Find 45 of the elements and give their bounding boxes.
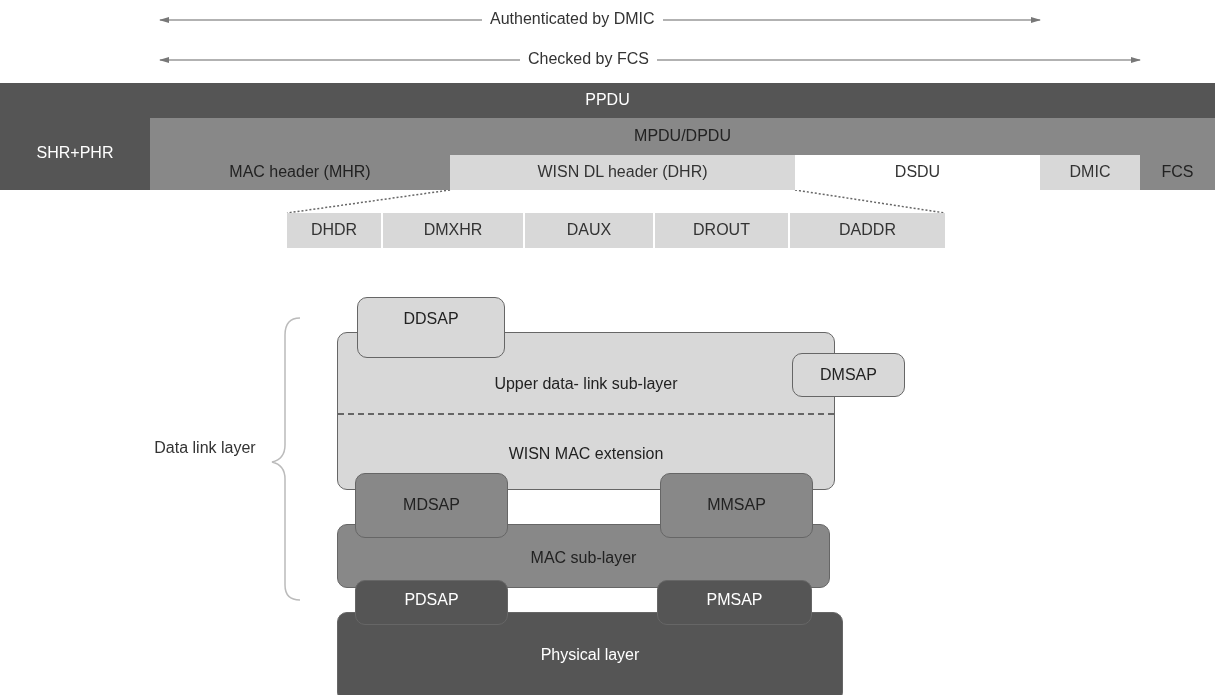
access-point-box (357, 297, 505, 358)
header-field (287, 213, 383, 248)
layer-group-label: Data link layer (153, 438, 257, 458)
frame-field (150, 118, 1215, 155)
field-label: DMXHR (422, 221, 484, 239)
span-label: Checked by FCS (520, 50, 657, 68)
field-label: PPDU (584, 91, 631, 109)
field-label: PMSAP (705, 591, 764, 609)
layer-label: WISN MAC extension (507, 445, 665, 463)
field-label: FCS (1160, 163, 1195, 181)
frame-field (0, 83, 1215, 118)
frame-field (0, 118, 150, 190)
header-field (525, 213, 655, 248)
header-field (790, 213, 945, 248)
field-label: DDSAP (402, 310, 460, 328)
field-label: MAC header (MHR) (228, 163, 372, 181)
header-field (655, 213, 790, 248)
field-label: DHDR (309, 221, 359, 239)
field-label: DROUT (692, 221, 751, 239)
field-label: WISN DL header (DHR) (536, 163, 709, 181)
frame-field (450, 155, 795, 190)
field-label: DSDU (893, 163, 942, 181)
field-label: DAUX (565, 221, 613, 239)
access-point-box (792, 353, 905, 397)
field-label: SHR+PHR (35, 144, 115, 162)
layer-label: MAC sub-layer (529, 549, 638, 567)
field-label: DMSAP (819, 366, 878, 384)
field-label: MDSAP (402, 496, 461, 514)
access-point-box (657, 580, 812, 625)
field-label: PDSAP (403, 591, 460, 609)
field-label: DMIC (1068, 163, 1112, 181)
frame-field (1040, 155, 1140, 190)
field-label: DADDR (838, 221, 897, 239)
span-label: Authenticated by DMIC (482, 10, 663, 28)
access-point-box (355, 473, 508, 538)
layer-box (337, 612, 843, 695)
layer-label: Physical layer (539, 646, 641, 664)
frame-field (1140, 155, 1215, 190)
header-field (383, 213, 525, 248)
access-point-box (355, 580, 508, 625)
frame-field (150, 155, 450, 190)
field-label: MPDU/DPDU (633, 127, 732, 145)
layer-label: Upper data- link sub-layer (493, 375, 679, 393)
access-point-box (660, 473, 813, 538)
field-label: MMSAP (706, 496, 767, 514)
